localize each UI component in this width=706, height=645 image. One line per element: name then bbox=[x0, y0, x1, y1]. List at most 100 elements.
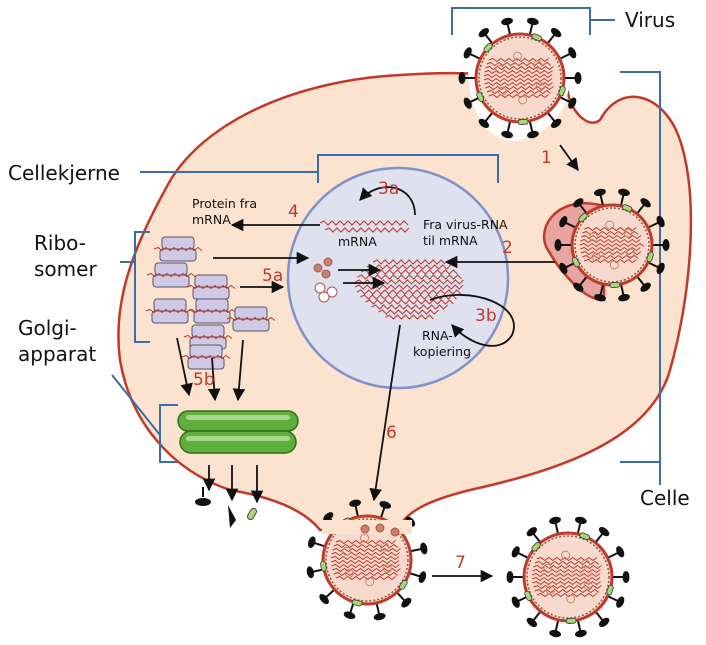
process-arrows bbox=[176, 144, 579, 583]
spike-protein bbox=[373, 602, 386, 621]
spike-protein bbox=[511, 595, 529, 608]
label-cellekjerne: Cellekjerne bbox=[8, 161, 120, 185]
ribosome bbox=[145, 298, 195, 324]
envelope-protein bbox=[571, 256, 580, 268]
spike-protein bbox=[527, 120, 539, 139]
spike-protein bbox=[612, 571, 630, 583]
spike-protein bbox=[379, 501, 392, 519]
virus-released bbox=[506, 516, 630, 638]
spike-protein bbox=[546, 27, 562, 45]
spike-protein bbox=[319, 588, 336, 605]
exported-proteins bbox=[195, 487, 257, 528]
spike-protein bbox=[559, 215, 577, 229]
spike-protein bbox=[594, 610, 610, 627]
ribosome bbox=[153, 236, 203, 262]
step-5a: 5a bbox=[262, 266, 283, 286]
mrna-strand bbox=[319, 220, 410, 233]
envelope-protein bbox=[524, 590, 533, 601]
spike-protein bbox=[458, 72, 477, 85]
spike-protein bbox=[594, 283, 606, 302]
spike-protein bbox=[594, 526, 610, 544]
ribosome-cluster bbox=[145, 236, 276, 370]
ribosome bbox=[146, 262, 196, 288]
spike-protein bbox=[573, 275, 588, 292]
step-3a: 3a bbox=[378, 179, 399, 199]
envelope-protein bbox=[517, 118, 529, 125]
step-6: 6 bbox=[386, 423, 397, 443]
step-5b: 5b bbox=[193, 370, 215, 390]
spike-protein bbox=[506, 571, 525, 584]
spike-protein bbox=[546, 111, 562, 128]
spike-protein bbox=[618, 188, 630, 207]
spike-protein bbox=[636, 275, 651, 292]
spike-protein bbox=[647, 215, 665, 229]
virus-entering-cell bbox=[542, 188, 670, 302]
label-virus: Virus bbox=[625, 8, 675, 32]
virus-bracket bbox=[451, 7, 615, 35]
envelope-protein bbox=[531, 33, 542, 42]
label-protein-1: Protein fra bbox=[192, 196, 257, 211]
spike-protein bbox=[575, 619, 587, 638]
spike-protein bbox=[564, 72, 582, 84]
step-3b: 3b bbox=[475, 306, 497, 326]
envelope-protein bbox=[399, 579, 408, 590]
spike-protein bbox=[526, 610, 542, 627]
label-mrna: mRNA bbox=[338, 234, 377, 249]
envelope-protein bbox=[565, 617, 577, 624]
spike-protein bbox=[573, 198, 588, 215]
spike-protein bbox=[409, 542, 428, 555]
spike-protein bbox=[607, 595, 625, 608]
golgi-bracket bbox=[111, 374, 178, 463]
spike-protein bbox=[549, 619, 562, 638]
ribosome bbox=[226, 306, 276, 332]
envelope-protein bbox=[531, 542, 541, 552]
spike-protein bbox=[511, 546, 529, 559]
step-2: 2 bbox=[502, 238, 513, 258]
label-fra-virus-1: Fra virus-RNA bbox=[423, 217, 508, 232]
envelope-protein bbox=[606, 584, 614, 596]
golgi-apparatus bbox=[177, 410, 299, 454]
envelope-protein bbox=[579, 532, 590, 541]
spike-protein bbox=[647, 261, 665, 275]
spike-protein bbox=[349, 499, 362, 518]
envelope-protein bbox=[320, 560, 327, 572]
spike-protein bbox=[501, 17, 513, 36]
spike-protein bbox=[408, 571, 427, 583]
spike-protein bbox=[526, 17, 539, 36]
label-golgi-2: apparat bbox=[18, 342, 96, 366]
step-4: 4 bbox=[288, 202, 299, 222]
spike-protein bbox=[554, 239, 573, 252]
envelope-protein bbox=[558, 85, 566, 97]
spike-protein bbox=[618, 283, 630, 302]
label-protein-2: mRNA bbox=[192, 212, 231, 227]
spike-protein bbox=[308, 536, 326, 548]
envelope-protein bbox=[483, 43, 493, 53]
virus-budding bbox=[306, 499, 428, 621]
spike-protein bbox=[478, 28, 494, 45]
step-1: 1 bbox=[541, 148, 552, 168]
step-7: 7 bbox=[455, 553, 466, 573]
envelope-protein bbox=[646, 251, 654, 263]
nucleotide-particles bbox=[313, 257, 338, 303]
label-rna-kopiering-2: kopiering bbox=[413, 344, 471, 359]
envelope-protein bbox=[609, 281, 621, 288]
spike-protein bbox=[559, 96, 577, 109]
cellekjerne-bracket bbox=[140, 154, 499, 183]
spike-protein bbox=[463, 47, 481, 60]
spike-protein bbox=[478, 111, 494, 128]
ribosome bbox=[181, 344, 231, 370]
label-rna-kopiering-1: RNA- bbox=[422, 328, 453, 343]
label-fra-virus-2: til mRNA bbox=[423, 233, 478, 248]
spike-protein bbox=[559, 47, 577, 60]
ribosomer-bracket bbox=[120, 231, 150, 343]
spike-protein bbox=[594, 188, 606, 207]
ribosome bbox=[187, 298, 237, 324]
envelope-protein bbox=[476, 91, 485, 102]
virus-outside-top bbox=[458, 17, 582, 139]
spike-protein bbox=[574, 516, 587, 535]
label-ribosomer-2: somer bbox=[34, 257, 97, 281]
label-celle: Celle bbox=[640, 486, 690, 510]
label-golgi-1: Golgi- bbox=[18, 316, 77, 340]
envelope-protein bbox=[621, 204, 633, 212]
